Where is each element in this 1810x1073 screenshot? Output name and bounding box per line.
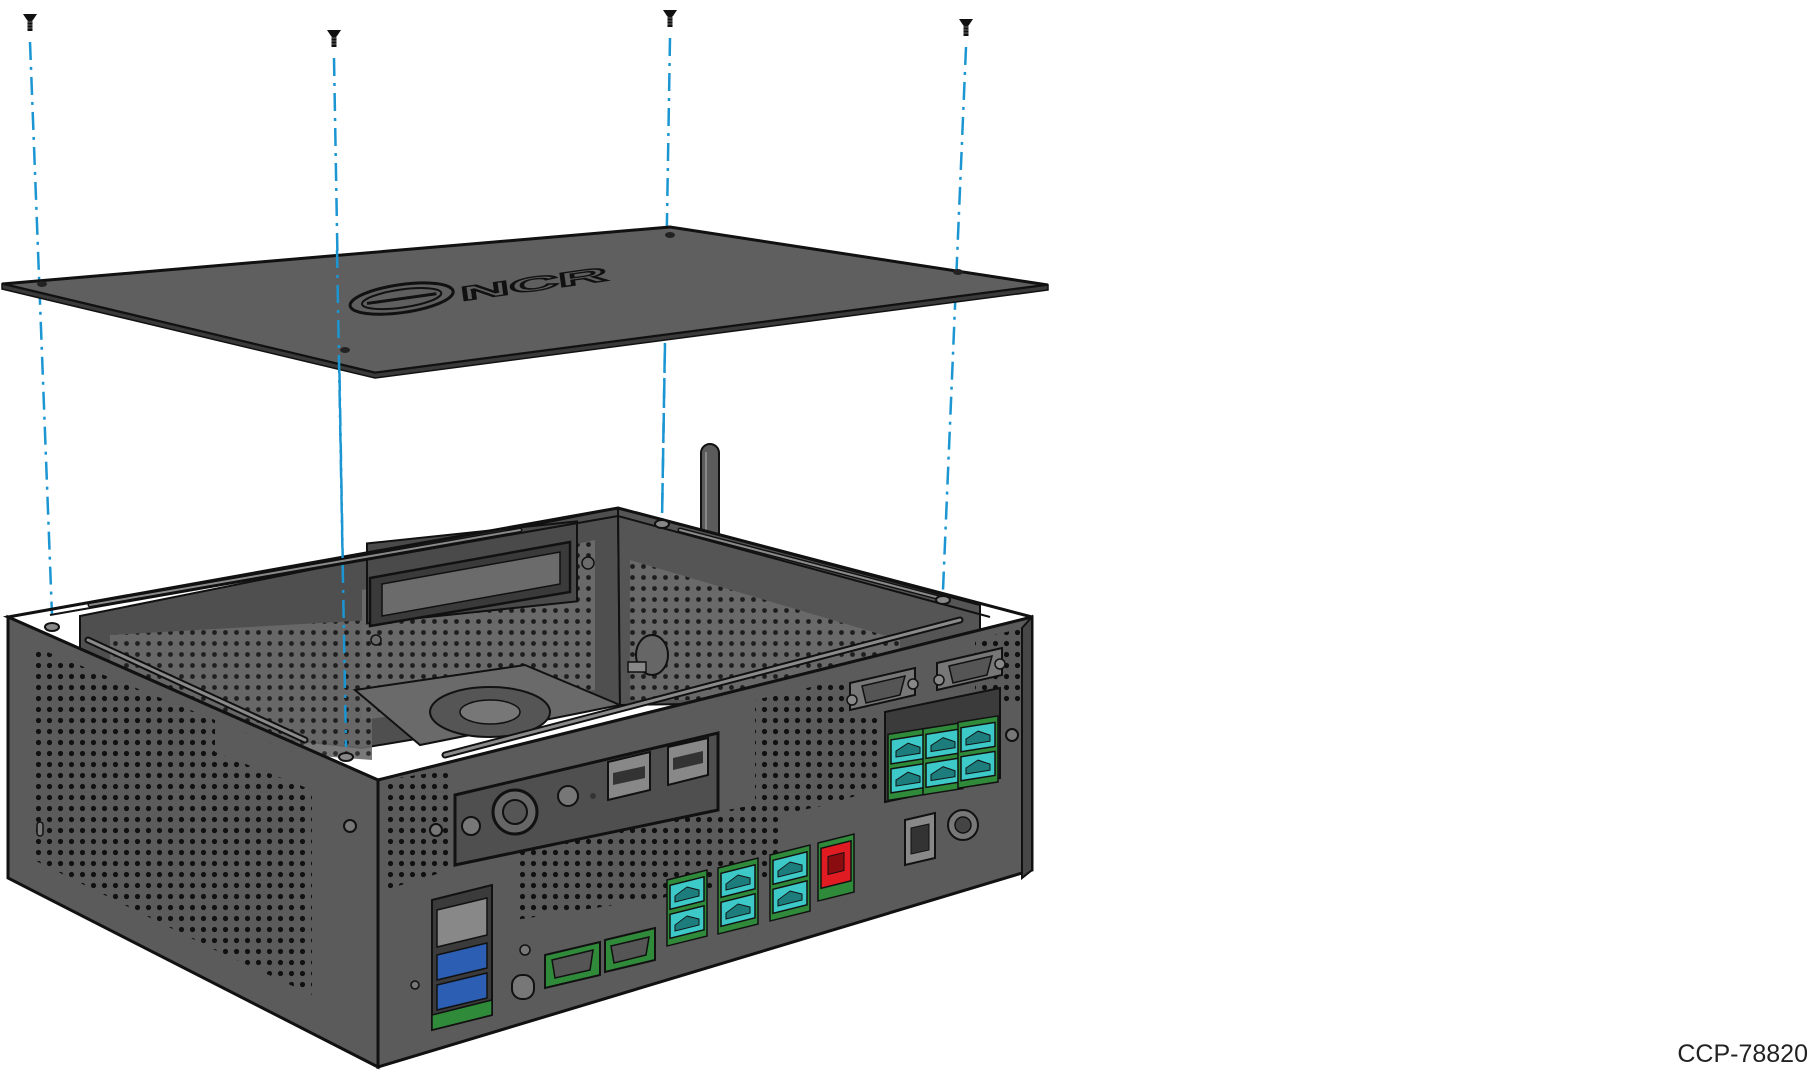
guide-lines-front xyxy=(335,249,667,748)
standoff xyxy=(627,634,669,676)
powered-usb-red xyxy=(817,833,855,902)
ps2-port xyxy=(947,809,979,841)
screw-2 xyxy=(326,29,342,48)
usb-stack-c xyxy=(957,715,999,790)
lan-usb3-column xyxy=(410,883,493,1032)
front-usb-ports xyxy=(666,833,855,947)
screw-4 xyxy=(958,18,974,37)
screw-3 xyxy=(662,9,678,28)
antenna xyxy=(700,443,720,545)
terminal-chassis xyxy=(2,443,1034,1070)
usb-stack-b xyxy=(922,721,964,796)
io-bezel xyxy=(429,731,720,867)
guide-line-1 xyxy=(28,41,54,616)
figure-caption: CCP-78820 xyxy=(1677,1040,1808,1068)
ethernet-port xyxy=(904,811,936,867)
usb-stack-a xyxy=(887,727,929,802)
guide-line-4 xyxy=(941,46,968,591)
guide-line-3 xyxy=(660,37,672,521)
serial-port-1 xyxy=(846,666,919,712)
display-ports xyxy=(511,926,656,1000)
top-cover: NCR xyxy=(1,225,1049,379)
screws xyxy=(22,9,974,48)
serial-port-2 xyxy=(933,646,1006,692)
fan-module xyxy=(352,663,624,747)
screw-1 xyxy=(22,13,38,32)
